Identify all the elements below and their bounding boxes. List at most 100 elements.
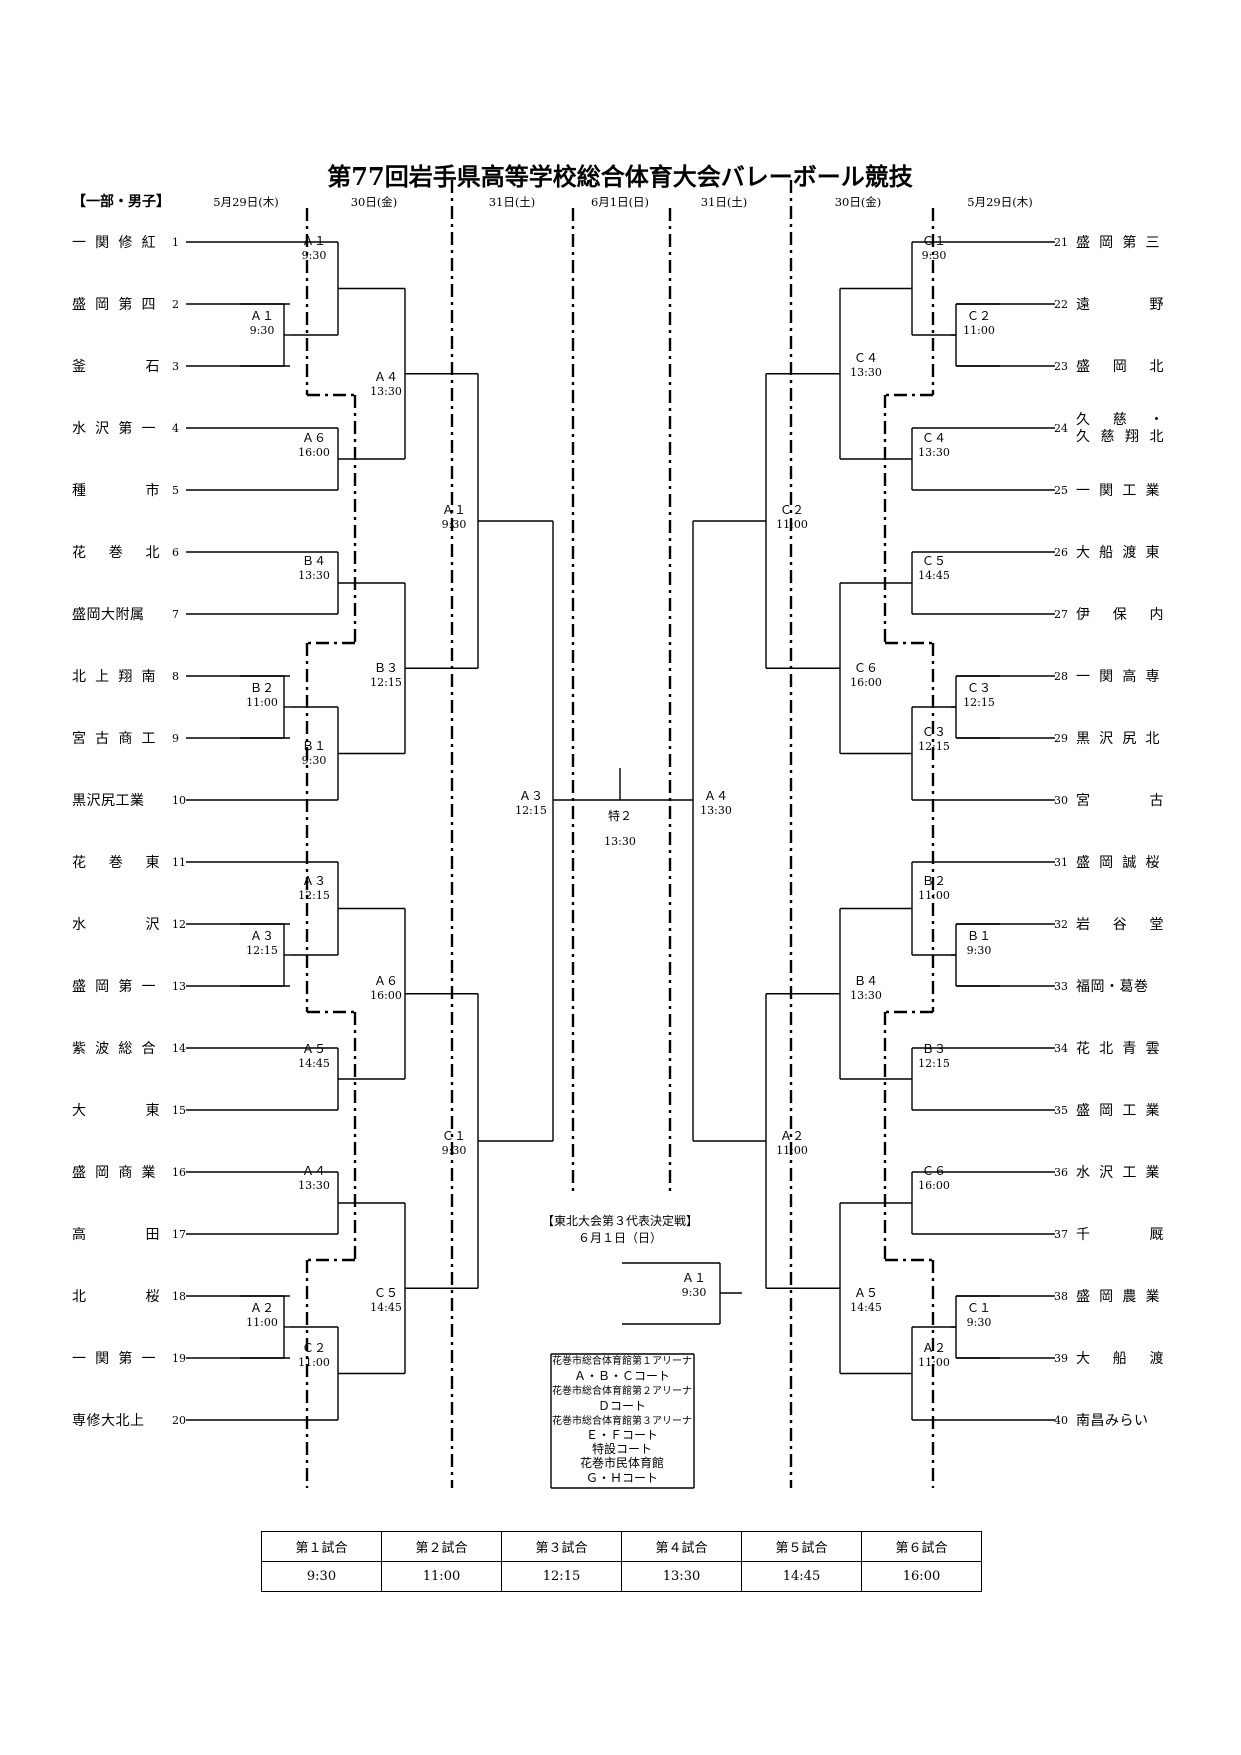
- left-r1-court: Ｂ１: [302, 739, 326, 753]
- team-name: 花巻東: [72, 855, 160, 871]
- day-header: 31日(土): [489, 195, 536, 209]
- team-number: 16: [172, 1166, 186, 1179]
- left-r1-time: 9:30: [302, 754, 327, 767]
- right-r1-court: Ｂ３: [922, 1042, 946, 1056]
- right-r0-time: 9:30: [967, 1316, 992, 1329]
- schedule-time-cell: 9:30: [261, 1561, 382, 1592]
- left-r2-court: Ａ４: [374, 370, 398, 384]
- team-number: 31: [1054, 856, 1068, 869]
- left-r2-court: Ａ６: [374, 974, 398, 988]
- team-number: 4: [172, 422, 179, 435]
- team-name: 一関高専: [1076, 668, 1160, 685]
- team-name: 水沢第一: [72, 420, 156, 437]
- team-number: 12: [172, 918, 186, 931]
- venue-text: 花巻市民体育館: [580, 1455, 664, 1470]
- right-r4-time: 13:30: [700, 804, 732, 817]
- right-r1-court: Ｃ４: [922, 431, 946, 445]
- team-name: 宮古: [1076, 793, 1164, 809]
- left-r2-court: Ｃ５: [374, 1286, 398, 1300]
- team-number: 15: [172, 1104, 186, 1117]
- schedule-time-cell: 13:30: [621, 1561, 742, 1592]
- schedule-header-cell: 第３試合: [501, 1531, 622, 1562]
- left-r0-court: Ａ３: [250, 929, 274, 943]
- venue-text: 特設コート: [592, 1441, 652, 1456]
- team-name: 大船渡: [1076, 1351, 1164, 1367]
- team-number: 32: [1054, 918, 1068, 931]
- venue-text: Ｅ・Ｆコート: [586, 1428, 658, 1442]
- left-r1-court: Ａ１: [302, 234, 326, 248]
- team-number: 25: [1054, 484, 1068, 497]
- playoff-title: 【東北大会第３代表決定戦】: [542, 1213, 698, 1228]
- left-r1-court: Ａ４: [302, 1164, 326, 1178]
- right-r1-time: 16:00: [918, 1179, 950, 1192]
- right-r1-time: 14:45: [918, 569, 950, 582]
- right-r2-court: Ｃ６: [854, 661, 878, 675]
- left-r2-time: 12:15: [370, 676, 402, 689]
- team-name: 岩谷堂: [1076, 917, 1164, 933]
- left-r2-time: 16:00: [370, 989, 402, 1002]
- left-r3-court: Ａ１: [442, 503, 466, 517]
- left-r1-court: Ａ３: [302, 874, 326, 888]
- left-r2-time: 13:30: [370, 385, 402, 398]
- right-r2-time: 16:00: [850, 676, 882, 689]
- left-r1-court: Ｂ４: [302, 554, 326, 568]
- day-header: 6月1日(日): [591, 195, 649, 209]
- right-r1-time: 12:15: [918, 740, 950, 753]
- team-name: 黒沢尻北: [1076, 731, 1160, 747]
- schedule-header-cell: 第４試合: [621, 1531, 742, 1562]
- team-number: 30: [1054, 794, 1068, 807]
- left-r2-court: Ｂ３: [374, 661, 398, 675]
- team-number: 29: [1054, 732, 1068, 745]
- team-number: 28: [1054, 670, 1068, 683]
- left-r0-time: 11:00: [246, 696, 278, 709]
- schedule-header-cell: 第６試合: [861, 1531, 982, 1562]
- left-r3-time: 9:30: [442, 518, 467, 531]
- team-name: 黒沢尻工業: [72, 793, 145, 809]
- section-label: 【一部・男子】: [72, 193, 170, 210]
- team-name: 久慈翔北: [1076, 429, 1164, 445]
- team-name: 花巻北: [72, 545, 160, 561]
- team-name: 盛岡第三: [1076, 234, 1160, 251]
- right-r2-time: 13:30: [850, 366, 882, 379]
- schedule-time-cell: 11:00: [381, 1561, 502, 1592]
- team-name: 千厩: [1076, 1227, 1164, 1243]
- schedule-header-cell: 第５試合: [741, 1531, 862, 1562]
- team-name: 一関工業: [1076, 483, 1160, 499]
- schedule-time-cell: 12:15: [501, 1561, 622, 1592]
- venue-text: 花巻市総合体育館第３アリーナ: [552, 1414, 692, 1427]
- team-name: 水沢工業: [1076, 1165, 1160, 1181]
- team-number: 9: [172, 732, 179, 745]
- left-r1-time: 14:45: [298, 1057, 330, 1070]
- team-name: 盛岡大附属: [72, 607, 145, 623]
- right-r2-time: 13:30: [850, 989, 882, 1002]
- team-number: 24: [1054, 422, 1068, 435]
- right-r1-court: Ｃ６: [922, 1164, 946, 1178]
- right-r4-court: Ａ４: [704, 789, 728, 803]
- tournament-bracket: 第77回岩手県高等学校総合体育大会バレーボール競技【一部・男子】5月29日(木)…: [72, 162, 1164, 1489]
- team-number: 5: [172, 484, 179, 497]
- right-r2-court: Ｃ４: [854, 351, 878, 365]
- left-r1-time: 11:00: [298, 1356, 330, 1369]
- team-name: 紫波総合: [72, 1041, 156, 1057]
- team-name: 北上翔南: [72, 669, 156, 685]
- venue-text: 花巻市総合体育館第１アリーナ: [552, 1354, 692, 1367]
- right-r0-time: 12:15: [963, 696, 995, 709]
- team-name: 高田: [72, 1226, 160, 1243]
- team-name: 盛岡工業: [1076, 1103, 1160, 1119]
- left-r2-time: 14:45: [370, 1301, 402, 1314]
- team-number: 38: [1054, 1290, 1068, 1303]
- left-r0-time: 12:15: [246, 944, 278, 957]
- team-number: 20: [172, 1414, 186, 1427]
- left-r1-time: 13:30: [298, 569, 330, 582]
- venue-text: 花巻市総合体育館第２アリーナ: [552, 1384, 692, 1397]
- team-number: 34: [1054, 1042, 1068, 1055]
- team-name: 花北青雲: [1076, 1041, 1160, 1057]
- team-name: 一関第一: [72, 1350, 156, 1367]
- team-number: 13: [172, 980, 186, 993]
- left-r0-time: 9:30: [250, 324, 275, 337]
- left-r0-time: 11:00: [246, 1316, 278, 1329]
- left-r4-court: Ａ３: [519, 789, 543, 803]
- team-name: 宮古商工: [72, 731, 156, 747]
